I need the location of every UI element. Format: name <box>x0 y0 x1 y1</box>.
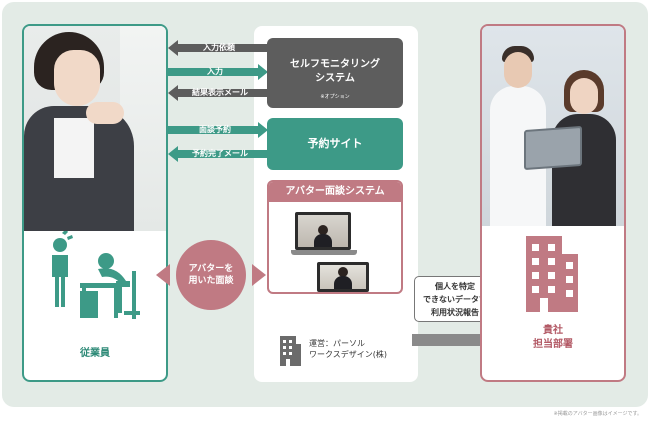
input-request-arrow <box>168 40 268 56</box>
interview-reservation-label: 面談予約 <box>199 125 231 134</box>
employee-photo <box>24 26 166 231</box>
reservation-site: 予約サイト <box>267 118 403 170</box>
avatar-interview-system: アバター面談システム <box>267 180 403 294</box>
interview-reservation-arrow <box>168 122 268 138</box>
input-label: 入力 <box>207 67 223 76</box>
company-department-panel: 貴社 担当部署 <box>480 24 626 382</box>
avatar-left-arrowhead <box>156 264 170 286</box>
reservation-complete-label: 予約完了メール <box>192 149 248 158</box>
avatar-interview-line-2: 用いた面談 <box>188 276 234 286</box>
footnote: ※掲載のアバター画像はイメージです。 <box>553 411 642 417</box>
operator-line-2: ワークスデザイン(株) <box>309 350 388 359</box>
report-line-3: 利用状況報告 <box>431 308 479 317</box>
result-mail-arrow <box>168 85 268 101</box>
office-building-icon <box>280 336 301 366</box>
avatar-interview-badge: アバターを用いた面談 <box>176 240 246 310</box>
self-monitoring-title-1: セルフモニタリング <box>290 59 380 70</box>
input-arrow <box>168 64 268 80</box>
input-request-label: 入力依頼 <box>203 43 235 52</box>
stressed-worker-icon <box>52 231 140 319</box>
company-building-icon <box>526 236 578 312</box>
staff-photo <box>482 26 624 226</box>
operator-label: 運営：パーソル ワークスデザイン(株) <box>309 338 387 360</box>
employee-panel: 従業員 <box>22 24 168 382</box>
company-department-label: 貴社 担当部署 <box>482 324 624 352</box>
reservation-complete-arrow <box>168 146 268 162</box>
staff-line-2: 担当部署 <box>533 339 573 350</box>
staff-line-1: 貴社 <box>543 325 563 336</box>
operator-line-1: 運営：パーソル <box>309 339 365 348</box>
laptop-icon <box>291 212 357 256</box>
avatar-system-title: アバター面談システム <box>269 182 401 202</box>
report-line-2: できないデータで <box>423 295 487 304</box>
report-line-1: 個人を特定 <box>435 282 475 291</box>
self-monitoring-system: セルフモニタリングシステム ※オプション <box>267 38 403 108</box>
self-monitoring-note: ※オプション <box>320 94 350 100</box>
avatar-interview-line-1: アバターを <box>188 264 234 274</box>
self-monitoring-title-2: システム <box>315 73 355 84</box>
report-arrow <box>412 326 512 354</box>
employee-label: 従業員 <box>80 348 110 359</box>
avatar-right-arrowhead <box>252 264 266 286</box>
monitor-icon <box>317 262 369 292</box>
result-mail-label: 結果表示メール <box>192 88 248 97</box>
